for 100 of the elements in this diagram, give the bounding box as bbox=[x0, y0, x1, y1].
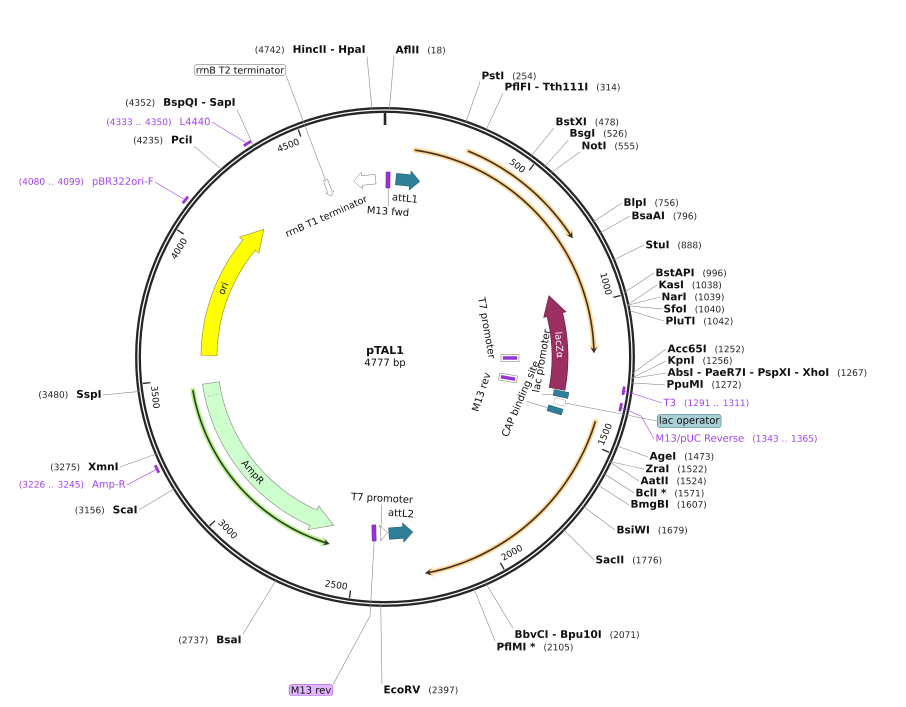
leader-line bbox=[598, 216, 630, 234]
leader-line bbox=[626, 305, 662, 310]
leader-line bbox=[550, 152, 580, 174]
leader-line bbox=[102, 391, 141, 396]
primer-mark bbox=[622, 386, 626, 396]
primer-label: (3226 .. 3245) Amp-R bbox=[20, 480, 126, 490]
tick-label: 3500 bbox=[151, 386, 160, 408]
feature-label: M13 fwd bbox=[368, 206, 409, 216]
terminator-symbol bbox=[353, 172, 376, 189]
leader-line bbox=[630, 372, 666, 379]
primer-mark bbox=[154, 464, 160, 474]
feature-label: attL1 bbox=[392, 194, 417, 203]
enzyme-label: BsgI (526) bbox=[570, 129, 627, 139]
leader-line bbox=[366, 56, 372, 111]
leader-line bbox=[608, 461, 640, 482]
operator-mark bbox=[554, 398, 566, 406]
leader-line bbox=[562, 528, 594, 560]
leader-line bbox=[380, 604, 382, 684]
enzyme-label: (3275) XmnI bbox=[50, 462, 118, 472]
feature-label: T7 promoter bbox=[478, 296, 494, 358]
primer-label: M13/pUC Reverse (1343 .. 1365) bbox=[656, 434, 817, 444]
enzyme-label: BlpI (756) bbox=[624, 198, 678, 208]
leader-line bbox=[627, 310, 664, 322]
enzyme-label: AatII (1524) bbox=[640, 476, 706, 486]
leader-line bbox=[526, 401, 548, 408]
enzyme-label: NotI (555) bbox=[582, 142, 638, 150]
leader-line bbox=[473, 587, 496, 642]
leader-line bbox=[630, 360, 666, 379]
enzyme-label: (4352) BspQI - SapI bbox=[126, 98, 235, 108]
enzyme-label: (4742) HincII - HpaI bbox=[256, 44, 365, 56]
feature-tag: lac operator bbox=[657, 414, 722, 428]
leader-line bbox=[212, 122, 246, 144]
feature-tag: M13 rev bbox=[288, 684, 334, 696]
leader-line bbox=[596, 484, 630, 506]
enzyme-label: BstAPI (996) bbox=[656, 268, 726, 278]
enzyme-label: BsiWI (1679) bbox=[617, 525, 687, 535]
leader-line bbox=[623, 272, 654, 294]
leader-line bbox=[194, 146, 224, 171]
leader-line bbox=[485, 92, 504, 132]
enzyme-label: Acc65I (1252) bbox=[668, 344, 744, 354]
feature-label: M13 rev bbox=[472, 372, 490, 412]
enzyme-label: AbsI - PaeR7I - PspXI - XhoI (1267) bbox=[668, 368, 866, 378]
enzyme-label: PluTI (1042) bbox=[666, 316, 732, 326]
primer-bar bbox=[500, 354, 520, 362]
leader-line bbox=[592, 202, 622, 223]
feature-band: ori bbox=[200, 228, 264, 356]
feature-label: T7 promoter bbox=[351, 492, 414, 504]
leader-line bbox=[631, 348, 666, 375]
leader-line bbox=[465, 82, 480, 124]
leader-line bbox=[380, 504, 382, 528]
leader-line bbox=[542, 394, 554, 396]
leader-line bbox=[236, 109, 254, 148]
primer-bar bbox=[386, 172, 390, 188]
primer-label: (4080 .. 4099) pBR322ori-F bbox=[19, 177, 153, 187]
primer-label: (4333 .. 4350) L4440 bbox=[107, 118, 210, 126]
feature-symbol bbox=[388, 522, 414, 543]
enzyme-label: SfoI (1040) bbox=[664, 304, 724, 314]
leader-line bbox=[565, 402, 658, 422]
tick-label: 1500 bbox=[598, 424, 612, 445]
enzyme-label: (2737) BsaI bbox=[179, 636, 241, 644]
leader-line bbox=[608, 461, 644, 470]
leader-line bbox=[389, 56, 394, 110]
primer-bar bbox=[372, 524, 376, 542]
enzyme-label: PflFI - Tth111I (314) bbox=[505, 82, 620, 92]
enzyme-label: KpnI (1256) bbox=[668, 356, 732, 366]
leader-line bbox=[286, 75, 326, 180]
enzyme-label: BstXI (478) bbox=[556, 118, 618, 126]
enzyme-label: EcoRV (2397) bbox=[384, 686, 458, 694]
enzyme-label: PstI (254) bbox=[482, 72, 536, 80]
terminator-symbol bbox=[323, 179, 334, 196]
primer-label: T3 (1291 .. 1311) bbox=[663, 398, 748, 408]
enzyme-label: StuI (888) bbox=[646, 240, 701, 250]
enzyme-label: (4235) PciI bbox=[134, 135, 192, 145]
enzyme-label: BclI * (1571) bbox=[636, 488, 704, 498]
enzyme-label: BsaAI (796) bbox=[632, 212, 696, 220]
feature-symbol bbox=[395, 170, 420, 190]
tick-label: 500 bbox=[509, 158, 525, 172]
primer-mark bbox=[618, 402, 623, 412]
leader-line bbox=[138, 488, 176, 510]
enzyme-label: ZraI (1522) bbox=[646, 464, 706, 474]
enzyme-label: (3480) SspI bbox=[39, 390, 101, 400]
leader-line bbox=[582, 505, 616, 530]
leader-line bbox=[388, 188, 389, 206]
enzyme-label: (3156) ScaI bbox=[76, 506, 137, 514]
enzyme-label: AgeI (1473) bbox=[650, 452, 714, 462]
leader-line bbox=[602, 472, 634, 494]
enzyme-label: BmgBI (1607) bbox=[631, 500, 706, 510]
leader-line bbox=[612, 244, 644, 261]
enzyme-label: BbvCI - Bpu10I (2071) bbox=[515, 630, 639, 640]
leader-line bbox=[543, 140, 568, 168]
leader-line bbox=[126, 469, 156, 486]
leader-line bbox=[332, 540, 374, 685]
tick-label: 4500 bbox=[278, 138, 299, 152]
enzyme-label: AflII (18) bbox=[396, 45, 445, 55]
leader-line bbox=[242, 578, 278, 634]
leader-line bbox=[120, 453, 158, 468]
feature-tag: rrnB T2 terminator bbox=[194, 64, 286, 76]
enzyme-label: SacII (1776) bbox=[596, 556, 662, 564]
leader-line bbox=[624, 390, 662, 404]
promoter-symbol bbox=[379, 525, 388, 542]
